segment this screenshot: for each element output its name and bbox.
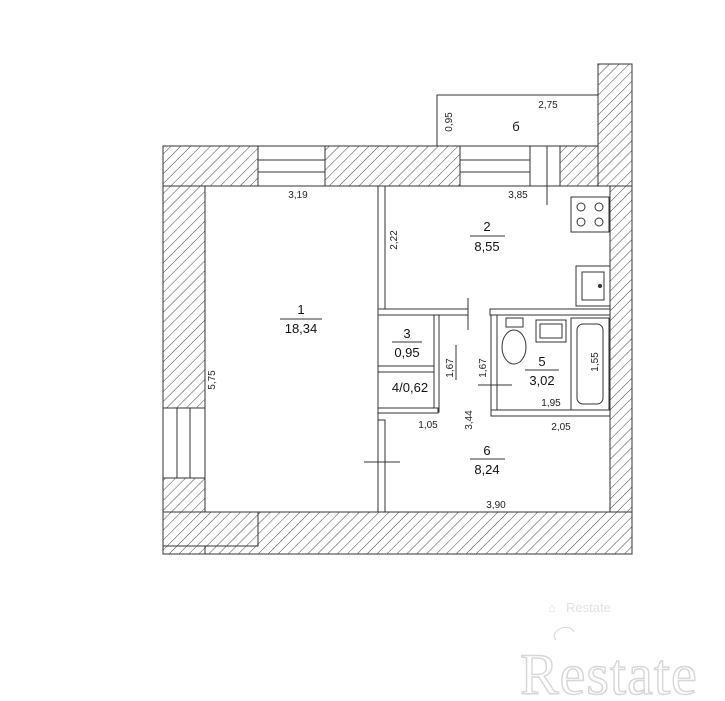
room-6-area: 8,24 [474,462,499,477]
wall-top-right [559,145,599,187]
wall-closet3-bottom [377,365,439,373]
room-6-number: 6 [483,443,490,458]
wall-room2-bottom-left [377,308,469,316]
wall-top-middle [324,145,461,187]
wall-right [609,185,633,555]
dim-closet-height: 1,67 [445,358,456,378]
dim-balcony-depth: 0,95 [444,112,455,132]
wall-room1-room2 [377,185,386,315]
bathtub-icon [570,317,610,411]
wall-closet-right [433,314,440,413]
room-1-number: 1 [297,302,304,317]
dim-bath-length: 1,55 [590,352,601,372]
bathroom-fixtures [501,317,610,411]
dim-room1-width: 3,19 [288,190,308,201]
window-left [162,407,206,479]
dim-room1-length: 5,75 [207,370,218,390]
dim-closet-width: 1,05 [418,420,438,431]
svg-text:Restate: Restate [566,600,611,615]
balcony [436,94,599,205]
wall-right-upper [597,63,633,187]
dim-bath-inner-width: 1,95 [541,398,561,409]
window-room1 [257,145,326,187]
restate-swoosh-icon [553,626,575,641]
dim-bath-outer-width: 2,05 [551,422,571,433]
interior-walls [377,185,611,513]
restate-watermark: ⌂ Restate Restate [519,600,698,701]
room-3-number: 3 [403,326,410,341]
dim-room2-width: 3,85 [508,190,528,201]
room-4-label: 4/0,62 [392,380,428,395]
kitchen-fixtures [570,196,611,307]
dim-hall-length: 3,44 [464,410,475,430]
room-2-number: 2 [483,219,490,234]
wall-room2-bottom-right [489,308,611,316]
restate-brand-text: Restate [520,642,698,701]
outer-walls [162,63,633,555]
dim-bath-side-height: 1,67 [478,358,489,378]
restate-logo-icon: ⌂ Restate [548,600,611,615]
dimension-labels: 3,19 3,85 2,75 0,95 5,75 2,22 1,67 1,67 … [207,100,601,511]
door-marks [364,298,512,463]
room-5-number: 5 [538,354,545,369]
room-labels: 1 18,34 2 8,55 3 0,95 4/0,62 5 3,02 6 8,… [280,119,559,477]
wall-left-upper [162,185,206,409]
wall-top-left [162,145,259,187]
room-2-area: 8,55 [474,239,499,254]
balcony-outline [436,94,599,147]
wall-left-bottom-ledge [162,511,259,547]
stove-icon [570,196,610,233]
room-1-area: 18,34 [285,321,318,336]
dim-balcony-length: 2,75 [538,100,558,111]
dim-hall-width: 3,90 [486,500,506,511]
dim-room2-depth: 2,22 [389,230,400,250]
toilet-icon [501,317,527,365]
wall-room1-lower [377,419,386,513]
washbasin-icon [535,319,567,343]
balcony-label: б [512,119,519,134]
kitchen-sink-icon [575,265,611,307]
wall-bath-left [490,314,498,415]
wall-bath-bottom [490,409,611,417]
svg-text:⌂: ⌂ [548,600,556,615]
wall-closet4-bottom [377,407,439,414]
windows [162,145,561,479]
window-room2 [459,145,561,187]
room-5-area: 3,02 [529,373,554,388]
room-3-area: 0,95 [394,345,419,360]
